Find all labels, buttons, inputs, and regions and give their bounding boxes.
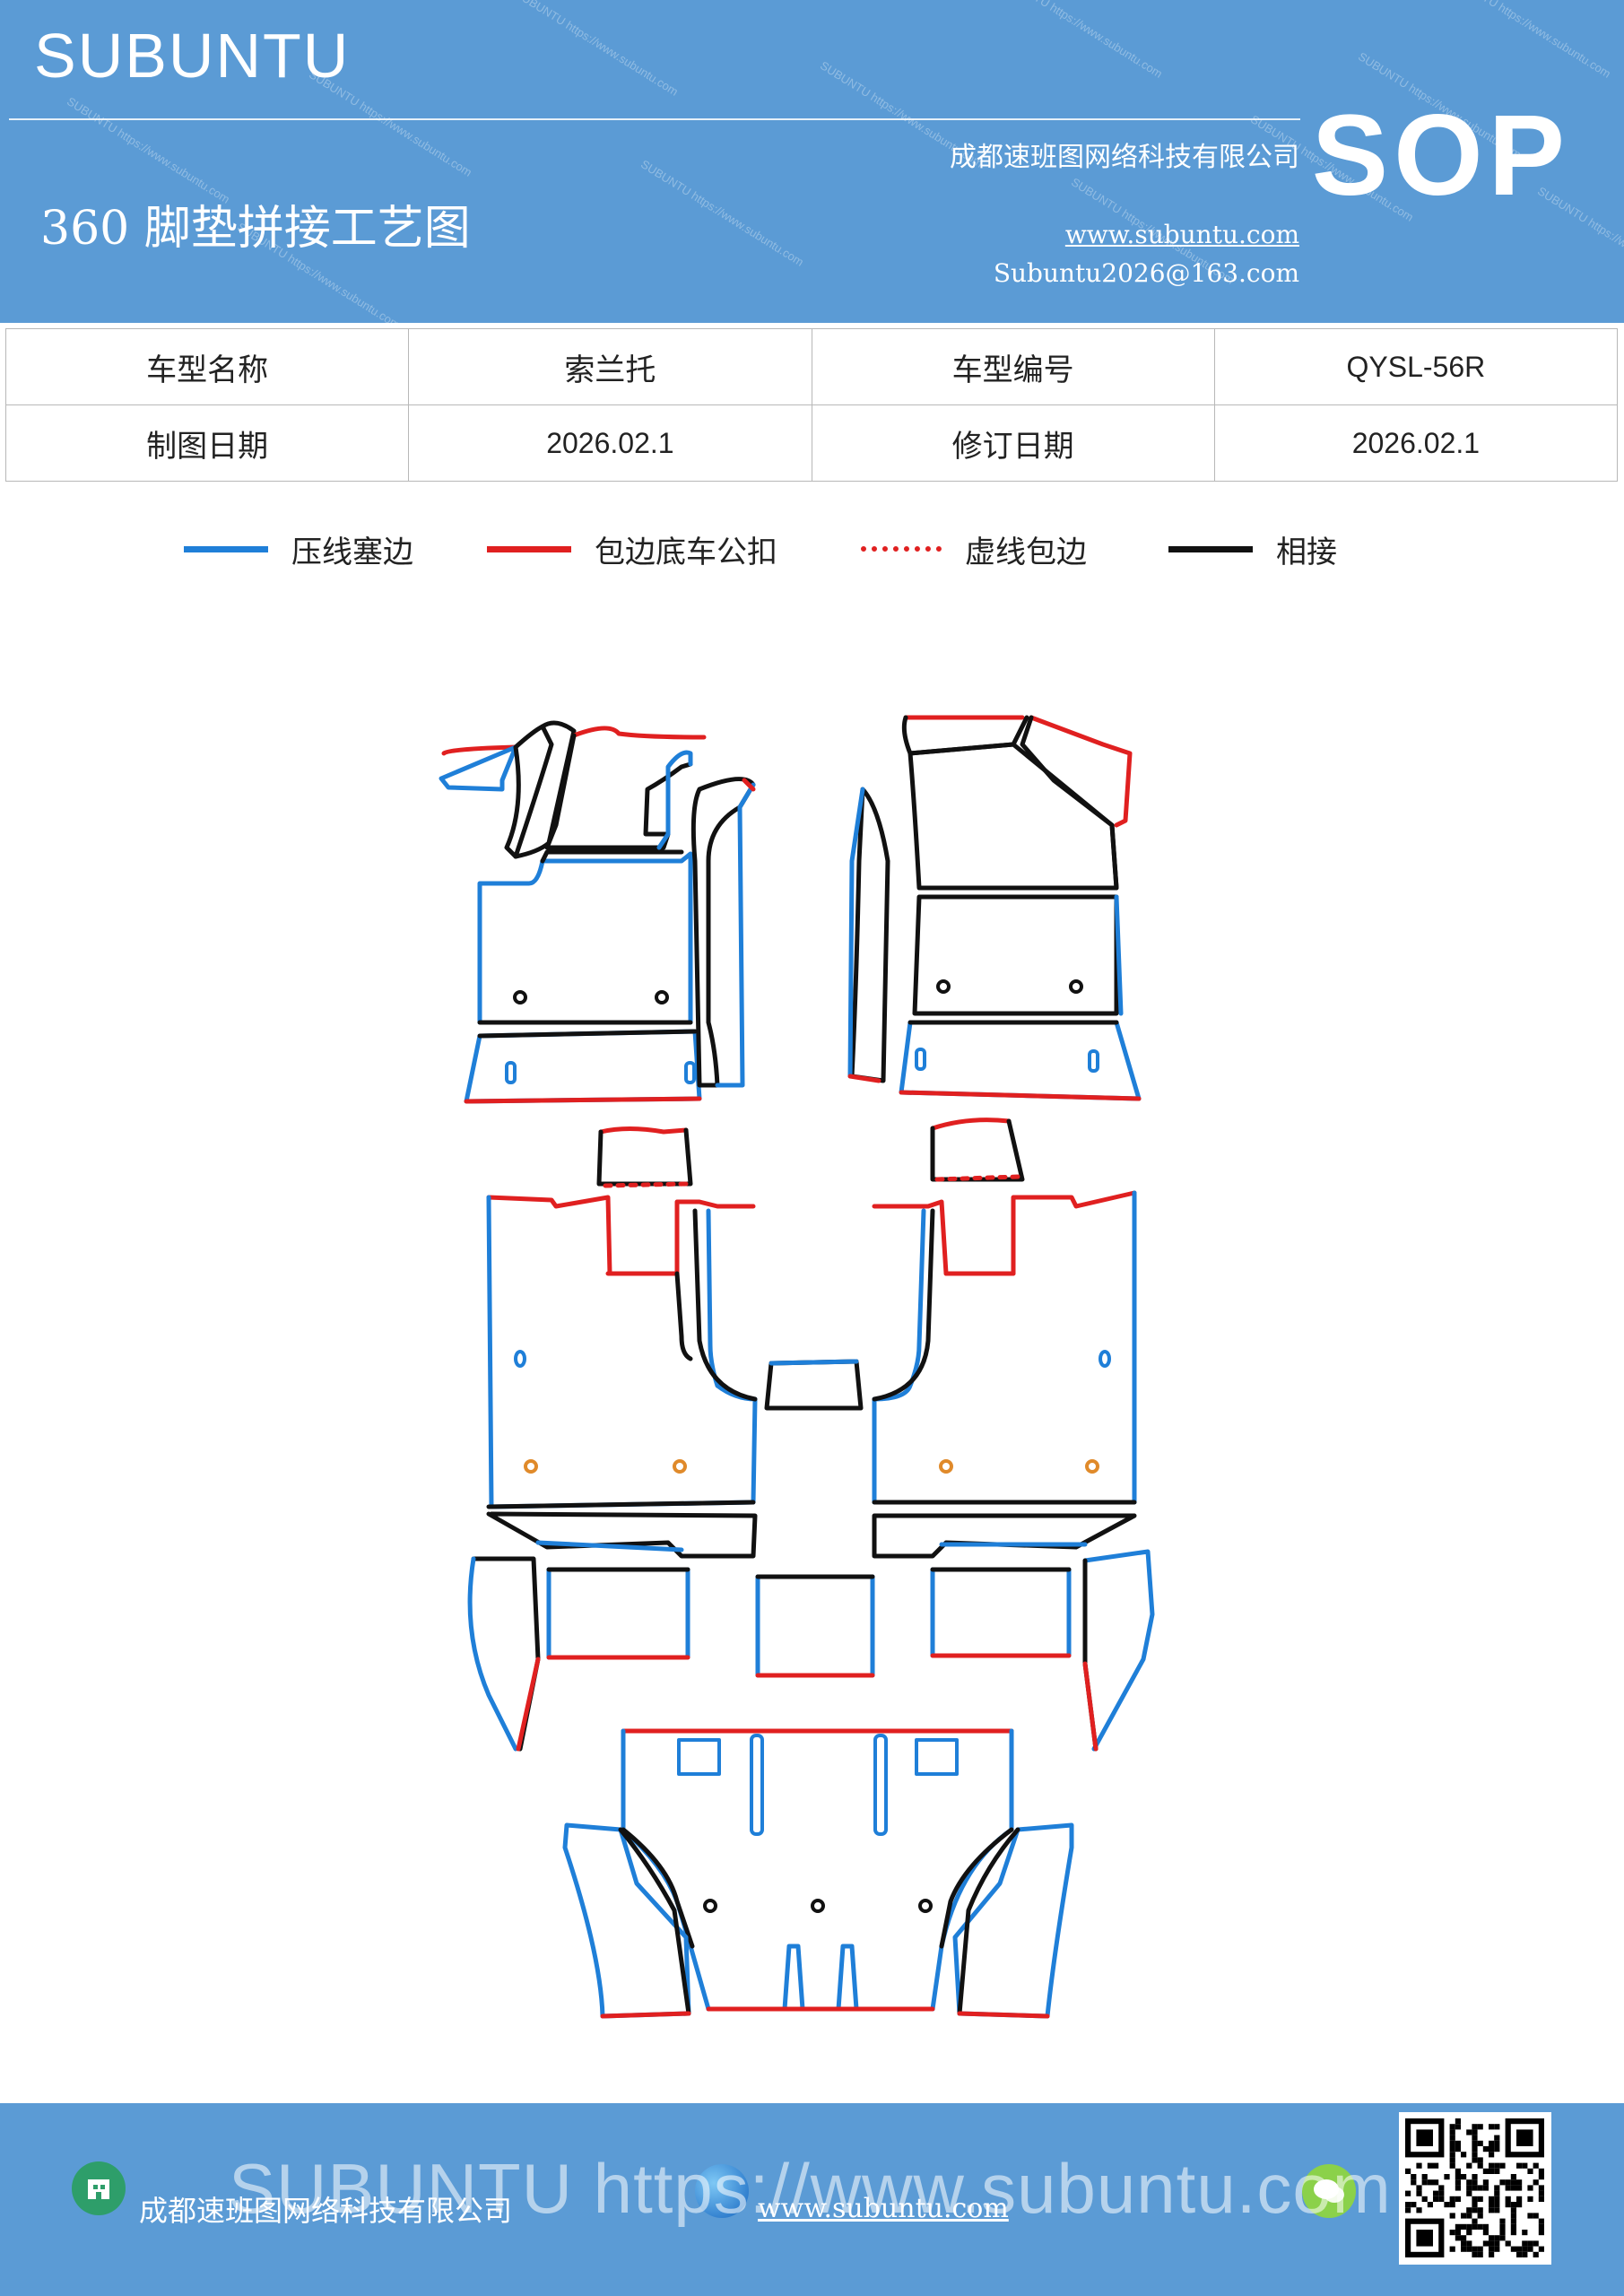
footer-company-name: 成都速班图网络科技有限公司 <box>139 2194 513 2228</box>
legend-label: 包边底车公扣 <box>595 534 777 570</box>
front-left-mat-group <box>439 720 756 1104</box>
vehicle-info-table: 车型名称 索兰托 车型编号 QYSL-56R 制图日期 2026.02.1 修订… <box>4 328 1619 482</box>
legend-swatch-red-dotted <box>861 546 942 552</box>
legend-swatch-black <box>1168 545 1253 552</box>
legend-item-press-line: 压线塞边 <box>184 531 413 570</box>
legend-item-edge-binding: 包边底车公扣 <box>487 531 777 570</box>
legend-swatch-blue <box>184 545 268 552</box>
legend-label: 虚线包边 <box>965 534 1087 570</box>
legend-item-joint: 相接 <box>1168 531 1337 570</box>
header-banner: SUBUNTU 360 脚垫拼接工艺图 成都速班图网络科技有限公司 www.su… <box>0 0 1624 323</box>
website-link[interactable]: www.subuntu.com <box>1064 220 1299 249</box>
footer-banner: 成都速班图网络科技有限公司 www.subuntu.com SUBUNTU ht… <box>0 2103 1624 2296</box>
label-model-name: 车型名称 <box>4 328 410 405</box>
legend-item-dashed-binding: 虚线包边 <box>861 531 1087 570</box>
email-address: Subuntu2026@163.com <box>993 258 1299 288</box>
table-row: 车型名称 索兰托 车型编号 QYSL-56R <box>4 328 1619 405</box>
value-model-code: QYSL-56R <box>1213 328 1619 405</box>
center-tunnel-mat <box>764 1359 864 1411</box>
rear-mat-group <box>562 1728 1074 2019</box>
label-revision-date: 修订日期 <box>811 404 1215 482</box>
legend-label: 相接 <box>1276 534 1337 570</box>
second-row-right-mat-group <box>872 1118 1137 1559</box>
wechat-icon <box>1302 2164 1356 2218</box>
header-divider <box>9 118 1300 120</box>
legend-label: 压线塞边 <box>291 534 413 570</box>
value-draw-date: 2026.02.1 <box>408 404 812 482</box>
value-revision-date: 2026.02.1 <box>1213 404 1619 482</box>
building-icon <box>72 2161 126 2215</box>
footer-watermark: SUBUNTU https://www.subuntu.com <box>229 2149 1392 2228</box>
second-row-left-mat-group <box>486 1126 758 1559</box>
document-title: 360 脚垫拼接工艺图 <box>40 202 471 256</box>
qr-code <box>1399 2112 1551 2265</box>
sop-badge: SOP <box>1311 91 1570 220</box>
third-row-mat-group <box>467 1549 1155 1752</box>
legend-swatch-red <box>487 545 571 552</box>
globe-icon <box>695 2164 749 2218</box>
table-row: 制图日期 2026.02.1 修订日期 2026.02.1 <box>4 404 1619 482</box>
value-model-name: 索兰托 <box>408 328 812 405</box>
front-right-mat-group <box>847 715 1142 1101</box>
company-name: 成都速班图网络科技有限公司 <box>950 142 1299 173</box>
footer-website-link[interactable]: www.subuntu.com <box>758 2193 1009 2224</box>
label-draw-date: 制图日期 <box>4 404 410 482</box>
brand-logo-text: SUBUNTU <box>34 21 351 91</box>
label-model-code: 车型编号 <box>811 328 1215 405</box>
